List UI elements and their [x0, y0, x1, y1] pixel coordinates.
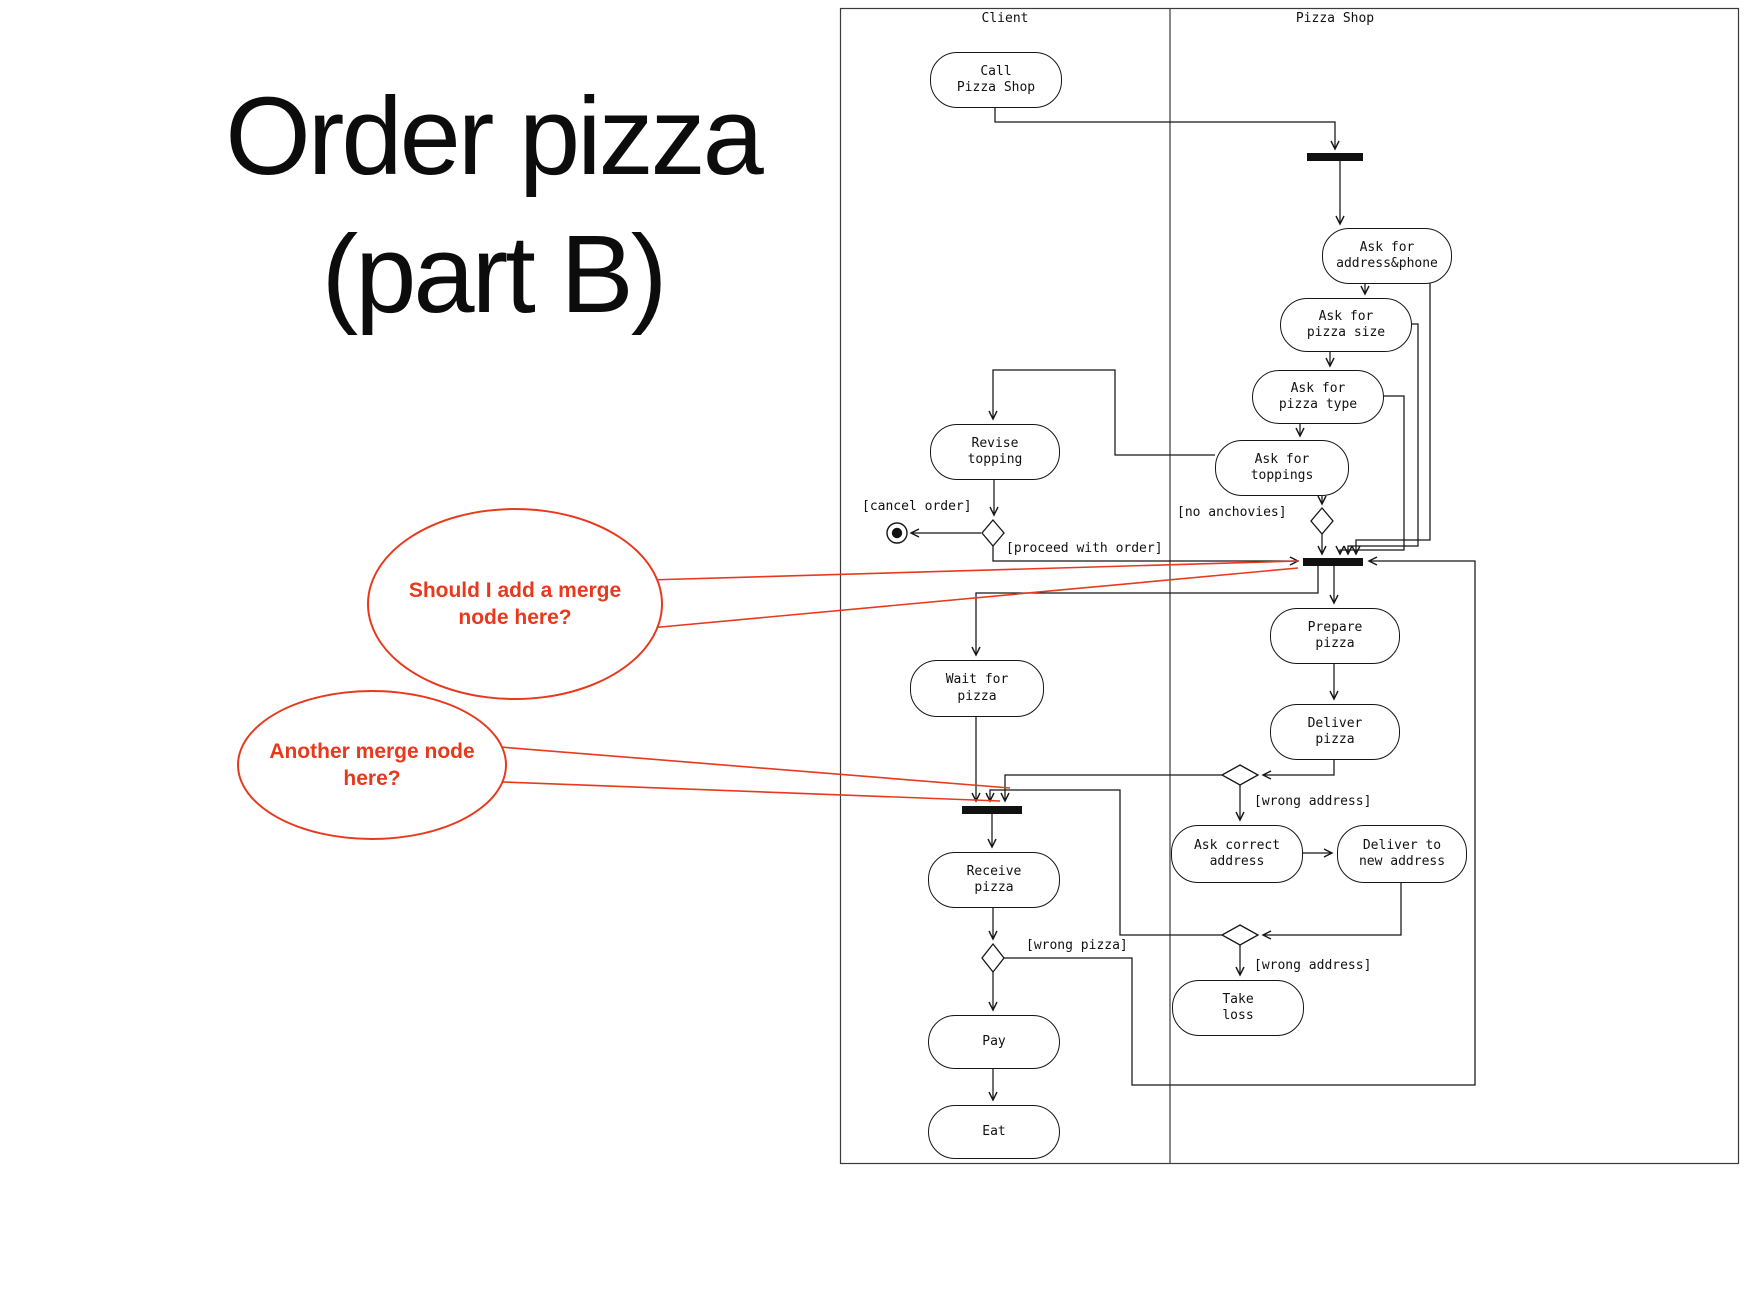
pointer-line-merge1-top [647, 560, 1299, 581]
label-wrong-address-1: [wrong address] [1254, 794, 1372, 809]
pointer-line-merge2-bottom [502, 781, 1001, 802]
final-node-inner [891, 527, 903, 539]
label-wrong-address-2: [wrong address] [1254, 958, 1372, 973]
control-nodes [886, 153, 1363, 974]
node-deliver-pizza: Deliver pizza [1270, 704, 1400, 760]
edge-type-to-join [1335, 395, 1405, 556]
edge-merge2-to-client-bar [985, 789, 1222, 936]
label-wrong-pizza: [wrong pizza] [1026, 938, 1128, 953]
node-take-loss: Take loss [1172, 980, 1304, 1036]
edge-address-to-join [1351, 282, 1431, 556]
decision-diamond-order [981, 518, 1005, 548]
join-bar [1303, 558, 1363, 566]
diagram-border [839, 7, 1740, 1165]
node-ask-pizza-type: Ask for pizza type [1252, 370, 1384, 424]
node-ask-correct-address: Ask correct address [1171, 825, 1303, 883]
label-proceed-with-order: [proceed with order] [1006, 541, 1163, 556]
annotation-bubble-merge1: Should I add a merge node here? [367, 508, 663, 700]
node-eat: Eat [928, 1105, 1060, 1159]
node-call-pizza-shop: Call Pizza Shop [930, 52, 1062, 108]
edge-call-to-fork [994, 106, 1340, 151]
edge-merge-to-client-bar [1000, 774, 1222, 803]
node-wait-for-pizza: Wait for pizza [910, 660, 1044, 717]
decision-diamond-anchovies [1310, 506, 1334, 536]
fork-bar [1307, 153, 1363, 161]
merge-diamond-address2 [1220, 924, 1260, 946]
edge-wrong-pizza-loop [1004, 556, 1476, 1086]
label-no-anchovies: [no anchovies] [1177, 505, 1287, 520]
diagram-edges [909, 106, 1476, 1102]
node-revise-topping: Revise topping [930, 424, 1060, 480]
lane-header-pizza-shop: Pizza Shop [1295, 11, 1375, 26]
edge-deliver-new-to-merge2 [1261, 881, 1402, 940]
node-ask-pizza-size: Ask for pizza size [1280, 298, 1412, 352]
node-ask-address-phone: Ask for address&phone [1322, 228, 1452, 284]
edge-proceed-to-join [992, 546, 1300, 566]
slide-title: Order pizza (part B) [63, 68, 923, 343]
slide-title-line1: Order pizza [225, 75, 764, 198]
node-ask-toppings: Ask for toppings [1215, 440, 1349, 496]
pointer-line-merge2-top [499, 746, 1011, 789]
edge-toppings-to-revise [988, 369, 1215, 456]
decision-diamond-pizza [981, 942, 1005, 974]
label-cancel-order: [cancel order] [862, 499, 972, 514]
slide-title-line2: (part B) [321, 212, 668, 336]
client-join-bar [962, 806, 1022, 814]
node-deliver-new-address: Deliver to new address [1337, 825, 1467, 883]
edge-deliver-to-merge [1261, 758, 1335, 780]
node-prepare-pizza: Prepare pizza [1270, 608, 1400, 664]
swimlane-frame [839, 7, 1740, 1165]
annotation-pointer-lines [499, 560, 1299, 802]
edge-join-to-wait [971, 565, 1319, 657]
lane-header-client: Client [981, 11, 1029, 26]
pointer-line-merge1-bottom [649, 567, 1299, 629]
node-pay: Pay [928, 1015, 1060, 1069]
annotation-bubble-merge2: Another merge node here? [237, 690, 507, 840]
merge-diamond-address [1220, 764, 1260, 786]
node-receive-pizza: Receive pizza [928, 852, 1060, 908]
edge-size-to-join [1343, 323, 1419, 556]
